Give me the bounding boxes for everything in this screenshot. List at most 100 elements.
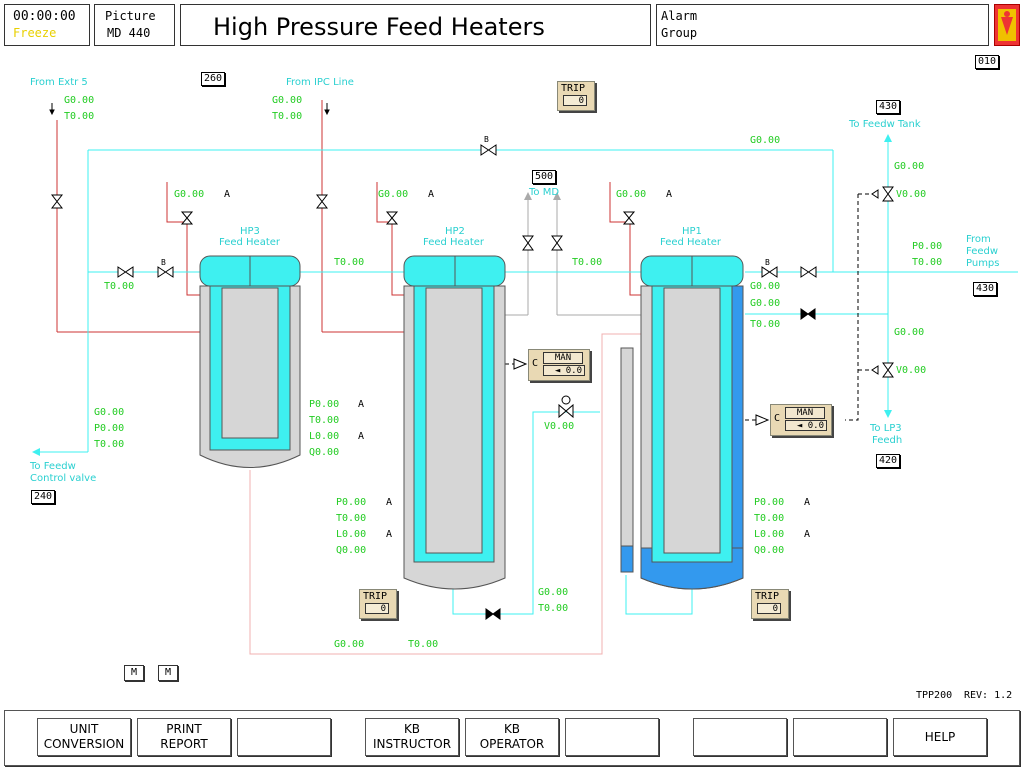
controller-letter: C <box>532 358 539 369</box>
from-feedw-label-2: Feedw <box>966 246 999 257</box>
trip-hp1[interactable]: TRIP 0 <box>751 589 789 619</box>
hp1-safety-valve[interactable] <box>622 211 636 225</box>
function-key-7[interactable] <box>693 718 787 756</box>
hp2-level: L0.00 <box>336 529 367 540</box>
hp2-vessel <box>403 255 506 590</box>
top-bypass-valve[interactable] <box>480 144 497 156</box>
hp3-safety-flow: G0.00 <box>174 189 205 200</box>
process-diagram <box>32 100 1018 655</box>
hp2-safety-flow: G0.00 <box>378 189 409 200</box>
picture-id: MD 440 <box>107 26 151 40</box>
hp3-level-alarm: A <box>358 431 365 442</box>
controller-mode[interactable]: MAN <box>543 352 583 364</box>
ref-tag-260[interactable]: 260 <box>201 72 226 86</box>
kb-operator-button[interactable]: KB OPERATOR <box>465 718 559 756</box>
hp3-temp: T0.00 <box>309 415 340 426</box>
hp2-safety-valve[interactable] <box>385 211 399 225</box>
trip-top[interactable]: TRIP 0 <box>557 81 595 111</box>
hp1-temp: T0.00 <box>754 513 785 524</box>
m-button-1[interactable]: M <box>124 665 144 681</box>
ref-tag-240[interactable]: 240 <box>31 490 56 504</box>
title-box: High Pressure Feed Heaters <box>180 4 651 46</box>
ref-tag-420[interactable]: 420 <box>876 454 901 468</box>
tank-flow: G0.00 <box>894 161 925 172</box>
to-lp3-label-2: Feedh <box>872 435 903 446</box>
ref-tag-430-pumps[interactable]: 430 <box>973 282 998 296</box>
from-feedw-label-1: From <box>966 234 991 245</box>
to-feedw-cv-label-1: To Feedw <box>30 461 76 472</box>
feedw-pressure: P0.00 <box>912 241 943 252</box>
hp2-label-2: Feed Heater <box>423 237 485 248</box>
hp1-level: L0.00 <box>754 529 785 540</box>
unit-conversion-button[interactable]: UNIT CONVERSION <box>37 718 131 756</box>
md-valve-1[interactable] <box>522 235 534 251</box>
print-report-button[interactable]: PRINT REPORT <box>137 718 231 756</box>
to-md-label: To MD <box>529 187 560 198</box>
hp1-in-flow-1: G0.00 <box>750 281 781 292</box>
extr5-valve[interactable] <box>50 194 64 209</box>
alarm-group-box[interactable]: Alarm Group <box>656 4 989 46</box>
trip-hp2[interactable]: TRIP 0 <box>359 589 397 619</box>
tank-valve[interactable] <box>882 186 894 202</box>
steam-lines <box>56 100 641 333</box>
hp3-level: L0.00 <box>309 431 340 442</box>
inlet-valve-2[interactable] <box>157 266 174 278</box>
hp2-pressure-alarm: A <box>386 497 393 508</box>
function-key-3[interactable] <box>237 718 331 756</box>
hp1-pressure-alarm: A <box>804 497 811 508</box>
ref-tag-430-tank[interactable]: 430 <box>876 100 901 114</box>
inlet-valve-1[interactable] <box>117 266 134 278</box>
hp3-safety-valve[interactable] <box>180 211 194 225</box>
to-lp3-label-1: To LP3 <box>870 423 902 434</box>
freeze-indicator: Freeze <box>13 26 57 40</box>
hp3-hp2-temp: T0.00 <box>334 257 365 268</box>
m-button-2[interactable]: M <box>158 665 178 681</box>
hp3-safety-alarm: A <box>224 189 231 200</box>
hp2-drain-check-valve[interactable] <box>485 608 501 620</box>
ipc-valve[interactable] <box>315 194 329 209</box>
hp3-pressure-alarm: A <box>358 399 365 410</box>
hp1-outlet-valve-2[interactable] <box>800 266 817 278</box>
hp1-level-gauge <box>620 347 634 573</box>
kb-instructor-button[interactable]: KB INSTRUCTOR <box>365 718 459 756</box>
hp1-safety-alarm: A <box>666 189 673 200</box>
function-key-6[interactable] <box>565 718 659 756</box>
hp2-temp: T0.00 <box>336 513 367 524</box>
revision: REV: 1.2 <box>964 690 1013 701</box>
bottom-flow: G0.00 <box>334 639 365 650</box>
bottom-temp: T0.00 <box>408 639 439 650</box>
drain-valve-pos: V0.00 <box>544 421 575 432</box>
hp1-level-alarm: A <box>804 529 811 540</box>
hp2-hp1-temp: T0.00 <box>572 257 603 268</box>
clock-box: 00:00:00 Freeze <box>4 4 90 46</box>
picture-label: Picture <box>105 9 156 23</box>
cv-pressure: P0.00 <box>94 423 125 434</box>
controller-mode[interactable]: MAN <box>785 407 825 419</box>
hp3-pressure: P0.00 <box>309 399 340 410</box>
clock: 00:00:00 <box>13 9 76 24</box>
ref-tag-500[interactable]: 500 <box>532 170 557 184</box>
hp1-outlet-valve-1[interactable] <box>761 266 778 278</box>
cv-temp: T0.00 <box>94 439 125 450</box>
logo <box>994 4 1020 46</box>
crest-icon <box>998 9 1016 41</box>
lp3-flow: G0.00 <box>894 327 925 338</box>
hp2-level-controller[interactable]: C MAN ◄ 0.0 <box>528 349 590 381</box>
lp3-valve[interactable] <box>882 362 894 378</box>
controller-output[interactable]: ◄ 0.0 <box>543 365 585 376</box>
drain-control-valve[interactable] <box>558 395 574 419</box>
from-ipc-label: From IPC Line <box>286 77 354 88</box>
hp2-safety-alarm: A <box>428 189 435 200</box>
hp1-pressure: P0.00 <box>754 497 785 508</box>
function-key-8[interactable] <box>793 718 887 756</box>
hp1-level-controller[interactable]: C MAN ◄ 0.0 <box>770 404 832 436</box>
help-button[interactable]: HELP <box>893 718 987 756</box>
hp1-bypass-check-valve[interactable] <box>800 308 816 320</box>
ipc-flow: G0.00 <box>272 95 303 106</box>
ref-tag-010[interactable]: 010 <box>975 55 1000 69</box>
valve-letter-top: B <box>484 135 489 144</box>
extr5-flow: G0.00 <box>64 95 95 106</box>
md-valve-2[interactable] <box>551 235 563 251</box>
hp2-drain-temp: T0.00 <box>538 603 569 614</box>
controller-output[interactable]: ◄ 0.0 <box>785 420 827 431</box>
